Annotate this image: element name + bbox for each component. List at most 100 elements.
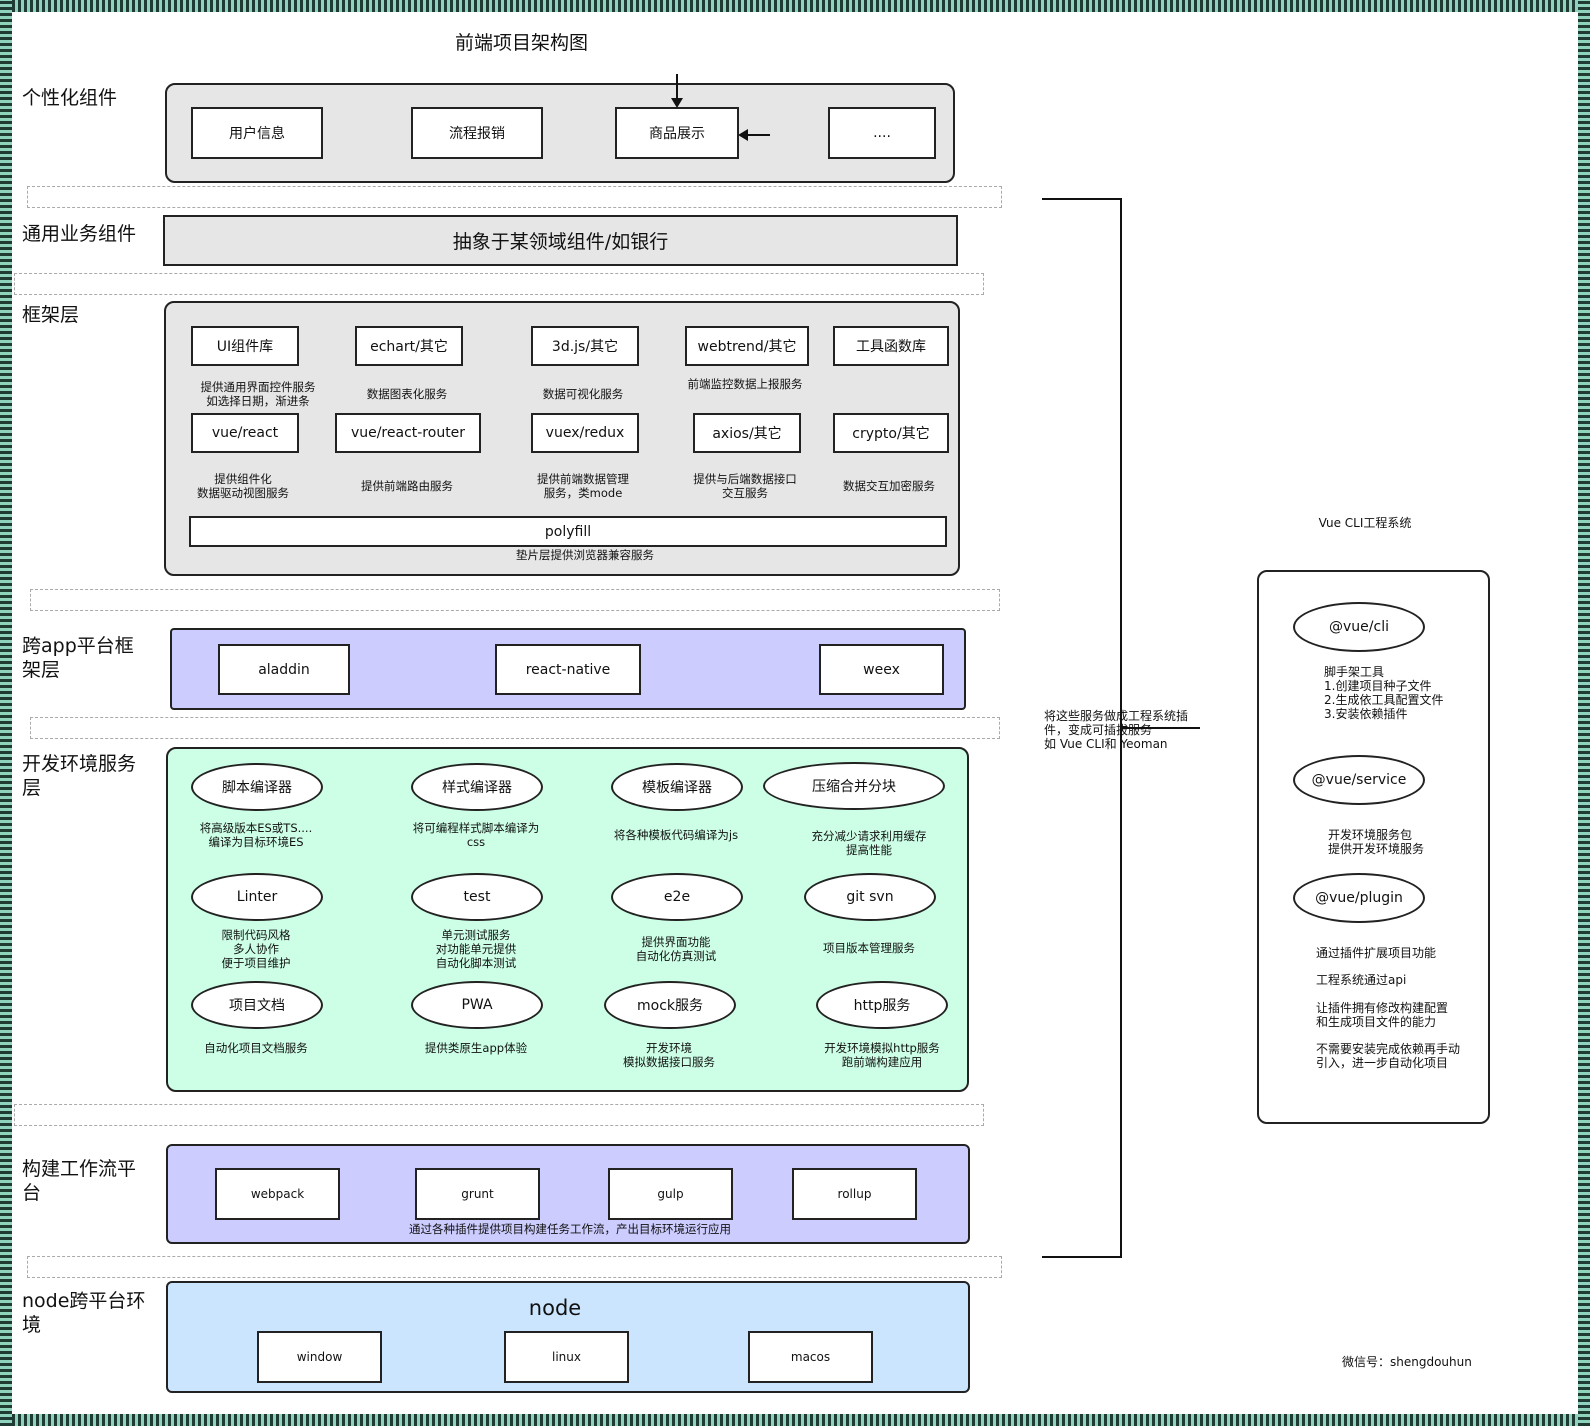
framework-box: echart/其它 <box>355 326 463 366</box>
framework-desc: 提供与后端数据接口 交互服务 <box>693 472 797 500</box>
bracket-vertical <box>1120 198 1122 1258</box>
arrow-down-head <box>671 98 683 108</box>
crossapp-box: react-native <box>495 644 641 695</box>
vue-service-node: @vue/service <box>1293 755 1425 805</box>
framework-desc: 数据交互加密服务 <box>843 479 935 493</box>
devenv-desc: 开发环境模拟http服务 跑前端构建应用 <box>824 1041 940 1069</box>
arrow-left-head <box>738 129 748 141</box>
vuecli-title: Vue CLI工程系统 <box>1318 516 1412 530</box>
polyfill-box: polyfill <box>189 516 947 547</box>
vue-plugin-note: 通过插件扩展项目功能 <box>1316 946 1437 960</box>
diagram-title: 前端项目架构图 <box>455 32 589 54</box>
layer-label-build: 构建工作流平台 <box>22 1158 137 1204</box>
crossapp-box: aladdin <box>218 644 350 695</box>
vue-plugin-note: 工程系统通过api <box>1316 973 1407 987</box>
devenv-desc: 单元测试服务 对功能单元提供 自动化脚本测试 <box>435 928 517 970</box>
layer-label-node: node跨平台环境 <box>22 1290 146 1336</box>
layer-label-devenv: 开发环境服务层 <box>22 753 137 799</box>
devenv-service: 项目文档 <box>191 981 323 1029</box>
os-box: linux <box>504 1331 629 1383</box>
polyfill-desc: 垫片层提供浏览器兼容服务 <box>516 548 654 562</box>
framework-box: crypto/其它 <box>833 413 949 453</box>
framework-box: 工具函数库 <box>833 326 949 366</box>
devenv-service: Linter <box>191 873 323 921</box>
devenv-desc: 提供类原生app体验 <box>424 1041 528 1055</box>
crossapp-box: weex <box>819 644 944 695</box>
framework-box: vue/react-router <box>335 413 481 453</box>
separator <box>27 1256 1002 1278</box>
devenv-service: 模板编译器 <box>611 763 743 811</box>
devenv-service: git svn <box>804 873 936 921</box>
separator <box>30 717 1000 739</box>
build-tool-box: rollup <box>792 1168 917 1220</box>
vue-cli-desc: 脚手架工具 1.创建项目种子文件 2.生成依工具配置文件 3.安装依赖插件 <box>1324 665 1444 721</box>
devenv-service: e2e <box>611 873 743 921</box>
devenv-desc: 开发环境 模拟数据接口服务 <box>623 1041 715 1069</box>
separator <box>14 1104 984 1126</box>
devenv-service: test <box>411 873 543 921</box>
framework-desc: 数据图表化服务 <box>366 387 448 401</box>
layer-label-business: 通用业务组件 <box>22 223 137 245</box>
build-tool-box: gulp <box>608 1168 733 1220</box>
component-box: 商品展示 <box>615 107 739 159</box>
separator <box>27 186 1002 208</box>
wechat-id: 微信号：shengdouhun <box>1342 1355 1472 1369</box>
vue-cli-node: @vue/cli <box>1293 602 1425 652</box>
separator <box>30 589 1000 611</box>
build-desc: 通过各种插件提供项目构建任务工作流，产出目标环境运行应用 <box>409 1222 731 1236</box>
devenv-desc: 充分减少请求利用缓存 提高性能 <box>811 829 927 857</box>
devenv-service: http服务 <box>816 981 948 1029</box>
component-box: .... <box>828 107 936 159</box>
bracket-top <box>1042 198 1122 200</box>
devenv-service: 脚本编译器 <box>191 763 323 811</box>
framework-box: UI组件库 <box>191 326 299 366</box>
build-tool-box: webpack <box>215 1168 340 1220</box>
framework-desc: 提供前端路由服务 <box>361 479 453 493</box>
os-box: window <box>257 1331 382 1383</box>
component-box: 用户信息 <box>191 107 323 159</box>
vue-plugin-note: 让插件拥有修改构建配置 和生成项目文件的能力 <box>1316 1001 1449 1029</box>
os-box: macos <box>748 1331 873 1383</box>
layer-label-framework: 框架层 <box>22 304 80 326</box>
component-box: 流程报销 <box>411 107 543 159</box>
vuecli-panel <box>1257 570 1490 1124</box>
business-panel: 抽象于某领域组件/如银行 <box>163 215 958 266</box>
bracket-connector <box>1122 727 1200 729</box>
framework-box: webtrend/其它 <box>685 326 809 366</box>
vue-service-desc: 开发环境服务包 提供开发环境服务 <box>1328 828 1425 856</box>
devenv-desc: 项目版本管理服务 <box>823 941 915 955</box>
framework-box: vuex/redux <box>531 413 639 453</box>
framework-box: vue/react <box>191 413 299 453</box>
devenv-desc: 自动化项目文档服务 <box>204 1041 308 1055</box>
devenv-desc: 限制代码风格 多人协作 便于项目维护 <box>221 928 291 970</box>
devenv-desc: 提供界面功能 自动化仿真测试 <box>635 935 717 963</box>
border-right <box>1578 0 1590 1426</box>
framework-desc: 提供组件化 数据驱动视图服务 <box>197 472 289 500</box>
devenv-service: 压缩合并分块 <box>763 762 945 810</box>
bracket-bottom <box>1042 1256 1122 1258</box>
devenv-service: 样式编译器 <box>411 763 543 811</box>
bracket-note: 将这些服务做成工程系统插 件，变成可插拔服务 如 Vue CLI和 Yeoman <box>1044 709 1189 751</box>
border-bottom <box>0 1414 1590 1426</box>
border-top <box>0 0 1590 12</box>
framework-desc: 数据可视化服务 <box>542 387 624 401</box>
separator <box>14 273 984 295</box>
vue-plugin-note: 不需要安装完成依赖再手动 引入，进一步自动化项目 <box>1316 1042 1461 1070</box>
node-title: node <box>528 1296 582 1320</box>
border-left <box>0 0 12 1426</box>
framework-desc: 前端监控数据上报服务 <box>687 377 803 391</box>
build-tool-box: grunt <box>415 1168 540 1220</box>
framework-desc: 提供通用界面控件服务 如选择日期，渐进条 <box>200 380 316 408</box>
devenv-desc: 将各种模板代码编译为js <box>613 828 739 842</box>
framework-box: axios/其它 <box>693 413 801 453</box>
arrows-svg <box>671 74 770 141</box>
framework-desc: 提供前端数据管理 服务，类mode <box>537 472 629 500</box>
layer-label-crossapp: 跨app平台框架层 <box>22 635 134 681</box>
layer-label-personalized: 个性化组件 <box>22 87 118 109</box>
devenv-desc: 将高级版本ES或TS.... 编译为目标环境ES <box>199 821 313 849</box>
framework-box: 3d.js/其它 <box>531 326 639 366</box>
vue-plugin-node: @vue/plugin <box>1293 873 1425 923</box>
devenv-desc: 将可编程样式脚本编译为 css <box>412 821 540 849</box>
devenv-service: mock服务 <box>604 981 736 1029</box>
devenv-service: PWA <box>411 981 543 1029</box>
